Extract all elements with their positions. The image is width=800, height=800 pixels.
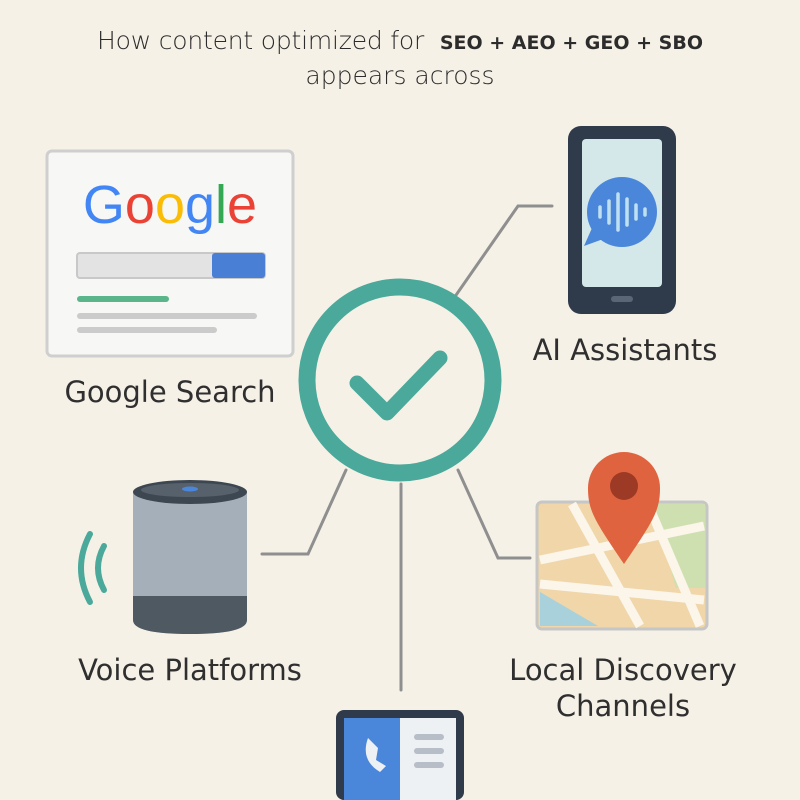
title-suffix: appears across <box>305 61 495 90</box>
connector-local <box>456 468 532 560</box>
connector-lines <box>260 204 554 692</box>
smart-speaker-icon <box>78 480 247 634</box>
title-line-1: How content optimized for SEO + AEO + GE… <box>0 26 800 55</box>
map-pin-icon <box>535 452 709 631</box>
smartphone-chat-icon <box>568 126 676 314</box>
search-results-icon: Google <box>45 149 295 358</box>
label-local-line-2: Channels <box>555 689 691 723</box>
connector-ai <box>452 204 554 300</box>
page-title: How content optimized for SEO + AEO + GE… <box>0 26 800 90</box>
center-check-badge <box>298 278 502 482</box>
google-logo: Google <box>83 175 257 235</box>
label-local-discovery: Local Discovery Channels <box>478 652 768 724</box>
label-voice-platforms: Voice Platforms <box>78 653 302 687</box>
sound-wave-icon <box>95 543 107 593</box>
title-prefix: How content optimized for <box>97 26 425 55</box>
label-google-search: Google Search <box>64 375 276 409</box>
label-local-line-1: Local Discovery <box>509 653 737 687</box>
checkmark-icon <box>349 350 448 421</box>
connector-voice <box>260 468 348 556</box>
contact-card-icon <box>336 710 464 800</box>
title-emphasis: SEO + AEO + GEO + SBO <box>439 32 703 54</box>
label-ai-assistants: AI Assistants <box>532 333 718 367</box>
